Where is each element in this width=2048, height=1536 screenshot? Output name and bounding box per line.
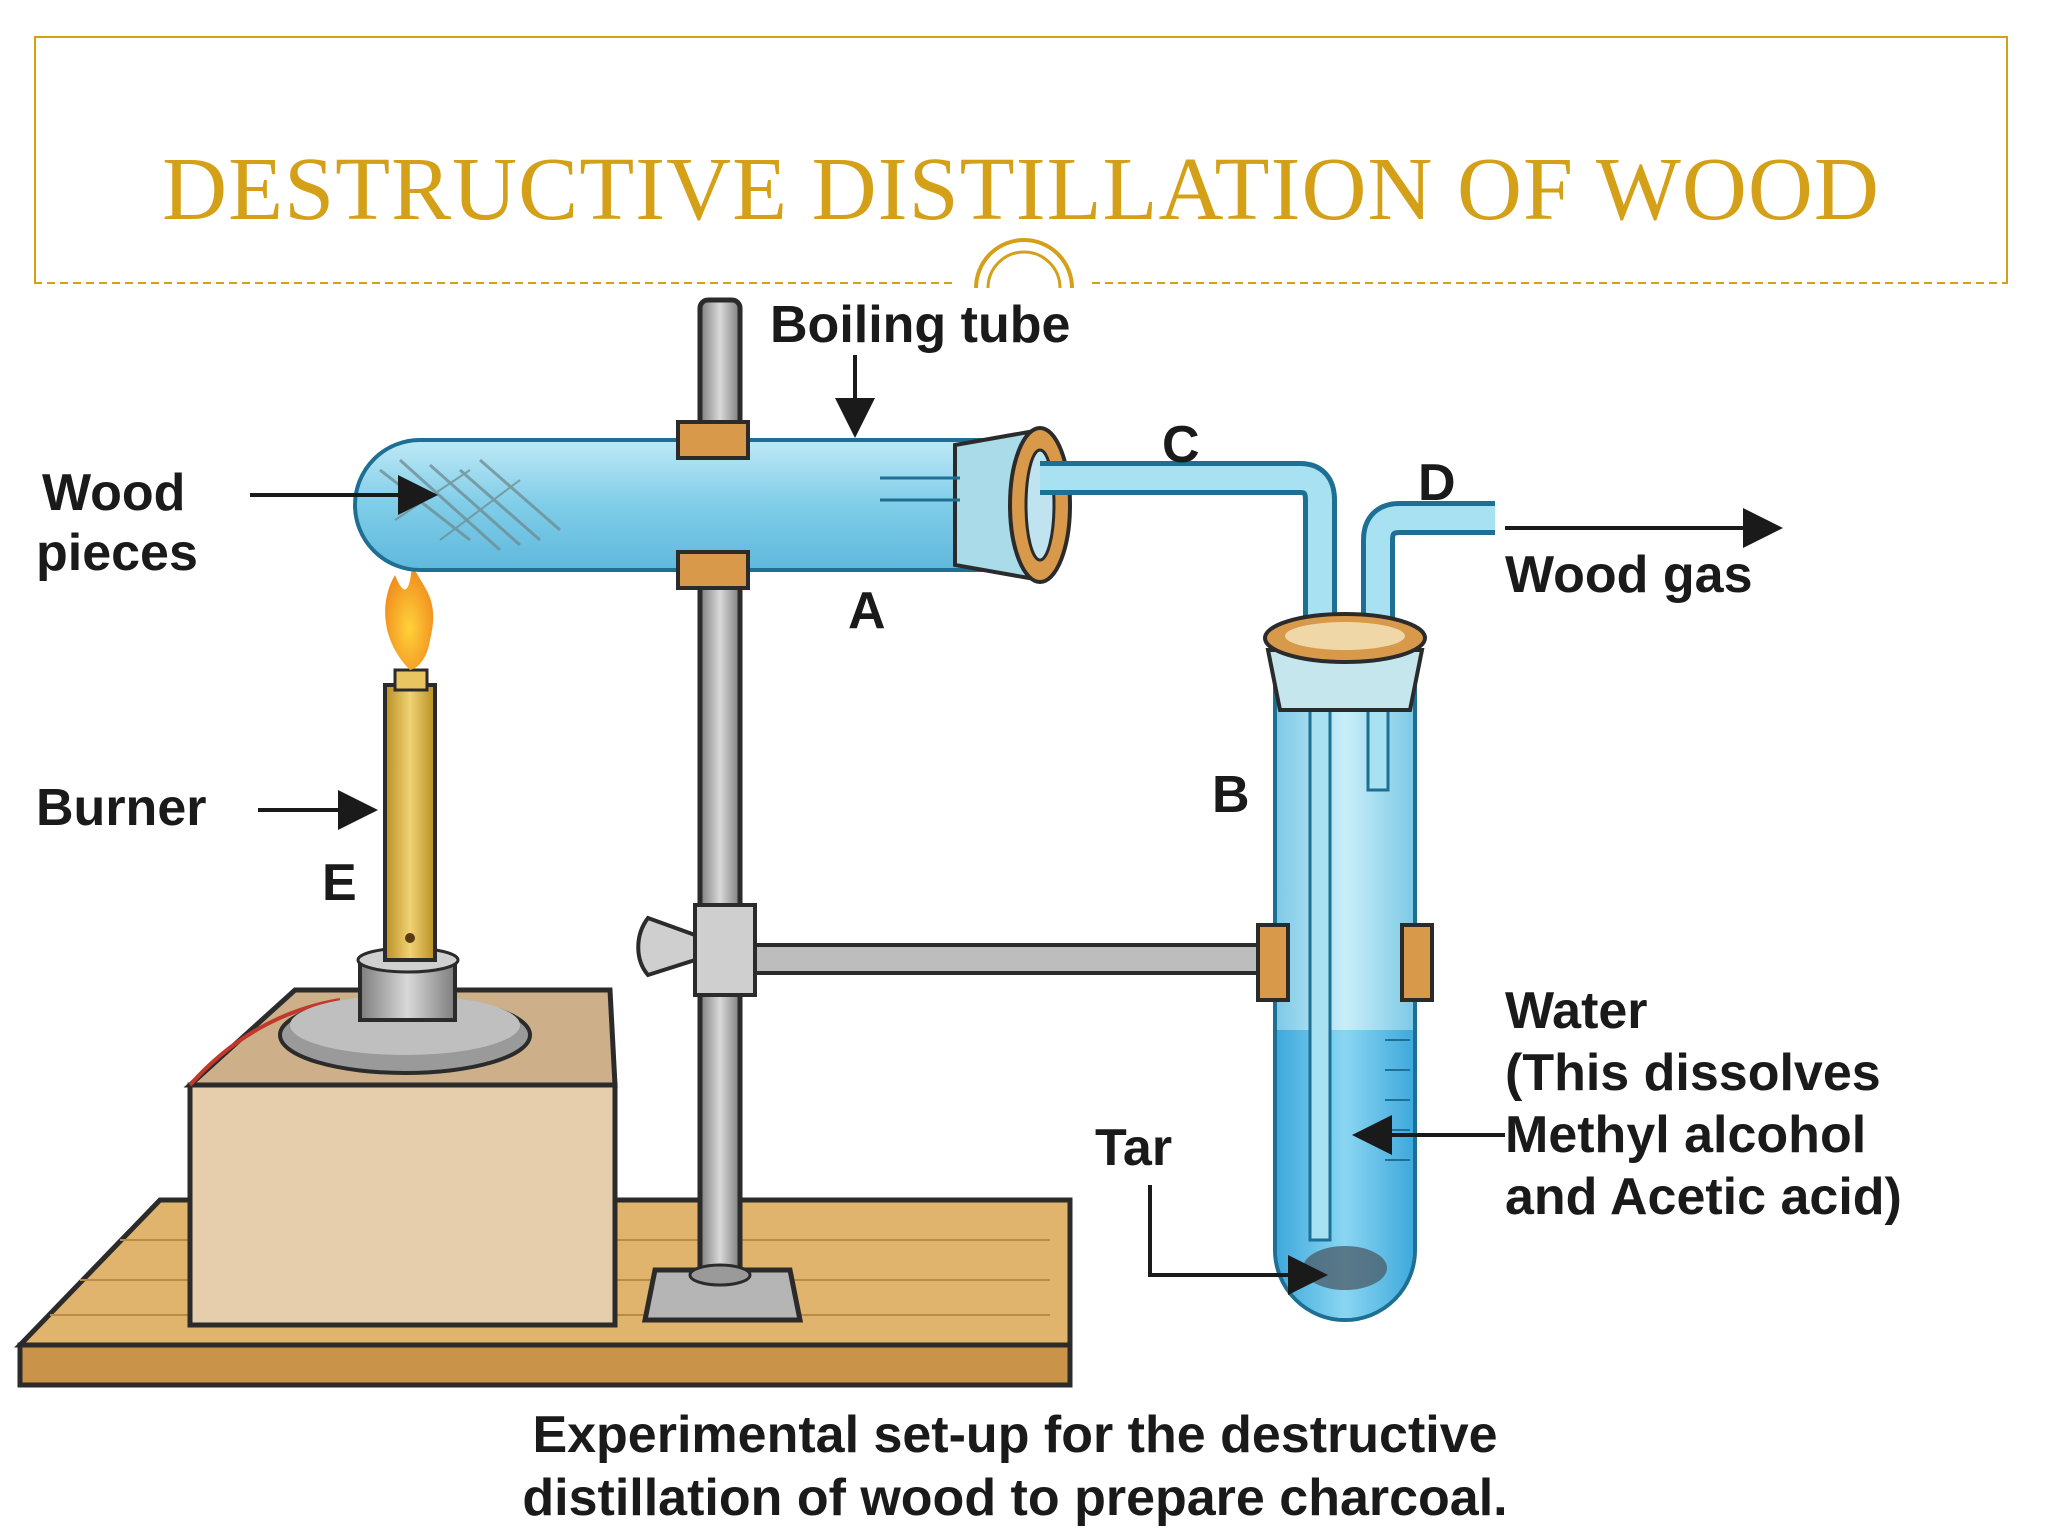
annotation-arrows xyxy=(250,355,1783,1295)
label-d: D xyxy=(1418,454,1456,512)
label-wood-gas: Wood gas xyxy=(1505,546,1752,604)
diagram-labels: Boiling tube Wood pieces A C D Wood gas … xyxy=(36,296,1902,1226)
clamp-arm xyxy=(636,903,1262,997)
arrow-tar xyxy=(1148,1185,1328,1295)
label-wood-pieces-2: pieces xyxy=(36,524,198,582)
label-tar: Tar xyxy=(1095,1119,1172,1177)
tar xyxy=(1303,1246,1387,1290)
label-water-2: (This dissolves xyxy=(1505,1044,1881,1102)
label-e: E xyxy=(322,854,357,912)
delivery-tube-c xyxy=(1040,461,1337,650)
label-water-1: Water xyxy=(1505,982,1648,1040)
label-wood-pieces-1: Wood xyxy=(42,464,185,522)
outlet-tube-d xyxy=(1361,501,1495,650)
label-b: B xyxy=(1212,766,1250,824)
label-burner: Burner xyxy=(36,779,206,837)
caption-line-1: Experimental set-up for the destructive xyxy=(532,1406,1497,1464)
bunsen-burner xyxy=(278,565,532,1075)
label-boiling-tube: Boiling tube xyxy=(770,296,1070,354)
flame-icon xyxy=(385,565,434,670)
caption: Experimental set-up for the destructive … xyxy=(522,1406,1507,1527)
label-water-3: Methyl alcohol xyxy=(1505,1106,1866,1164)
label-a: A xyxy=(848,582,886,640)
label-water-4: and Acetic acid) xyxy=(1505,1168,1902,1226)
label-c: C xyxy=(1162,416,1200,474)
test-tube-b xyxy=(1256,612,1434,1322)
title-frame: DESTRUCTIVE DISTILLATION OF WOOD xyxy=(34,36,2008,282)
title-divider xyxy=(34,238,2008,289)
boiling-tube xyxy=(353,420,1072,590)
caption-line-2: distillation of wood to prepare charcoal… xyxy=(522,1469,1507,1527)
clamp-screw-icon xyxy=(636,915,697,978)
slide-title: DESTRUCTIVE DISTILLATION OF WOOD xyxy=(162,140,1880,239)
